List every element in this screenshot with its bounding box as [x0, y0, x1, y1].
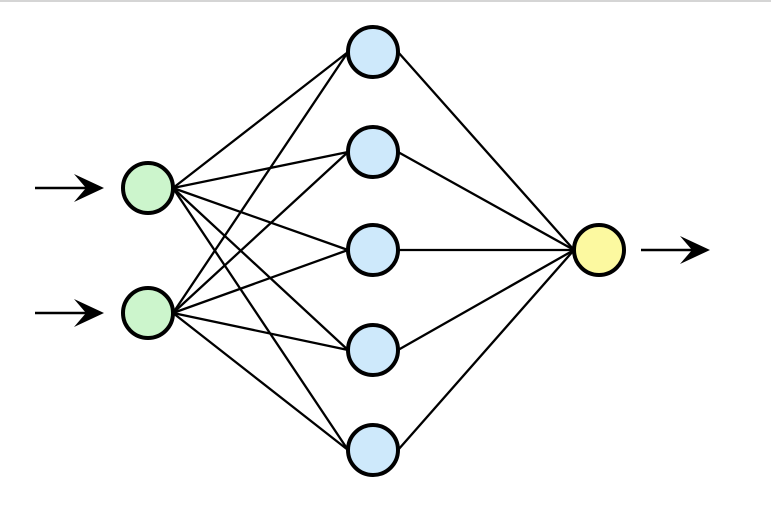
- input-node-1: [121, 161, 175, 215]
- window-top-border: [0, 0, 771, 2]
- edge-input-node-2-to-hidden-node-1: [171, 50, 350, 315]
- hidden-node-3: [346, 223, 400, 277]
- edge-input-node-1-to-hidden-node-2: [171, 150, 350, 190]
- output-node-1: [572, 223, 626, 277]
- hidden-node-2: [346, 125, 400, 179]
- input-arrow-1-head-icon: [74, 174, 104, 202]
- edge-input-node-2-to-hidden-node-4: [171, 311, 350, 352]
- edge-input-node-1-to-hidden-node-5: [171, 186, 350, 452]
- edge-hidden-node-5-to-output-node-1: [396, 248, 576, 452]
- output-arrow-head-icon: [680, 236, 710, 264]
- input-arrow-1: [35, 174, 104, 202]
- hidden-node-1: [346, 25, 400, 79]
- hidden-layer: [346, 25, 400, 477]
- output-layer: [572, 223, 626, 277]
- output-arrow: [641, 236, 710, 264]
- hidden-node-4: [346, 323, 400, 377]
- edge-input-node-2-to-hidden-node-2: [171, 150, 350, 315]
- edge-input-node-1-to-hidden-node-4: [171, 186, 350, 352]
- edge-input-node-2-to-hidden-node-5: [171, 311, 350, 452]
- edge-hidden-node-2-to-output-node-1: [396, 150, 576, 252]
- edge-hidden-node-1-to-output-node-1: [396, 50, 576, 252]
- hidden-node-5: [346, 423, 400, 477]
- input-arrow-2: [35, 299, 104, 327]
- edge-hidden-node-4-to-output-node-1: [396, 248, 576, 352]
- edge-input-node-1-to-hidden-node-1: [171, 50, 350, 190]
- input-node-2: [121, 286, 175, 340]
- edge-input-node-1-to-hidden-node-3: [171, 186, 350, 252]
- input-layer: [121, 161, 175, 340]
- input-arrow-2-head-icon: [74, 299, 104, 327]
- edge-input-node-2-to-hidden-node-3: [171, 248, 350, 315]
